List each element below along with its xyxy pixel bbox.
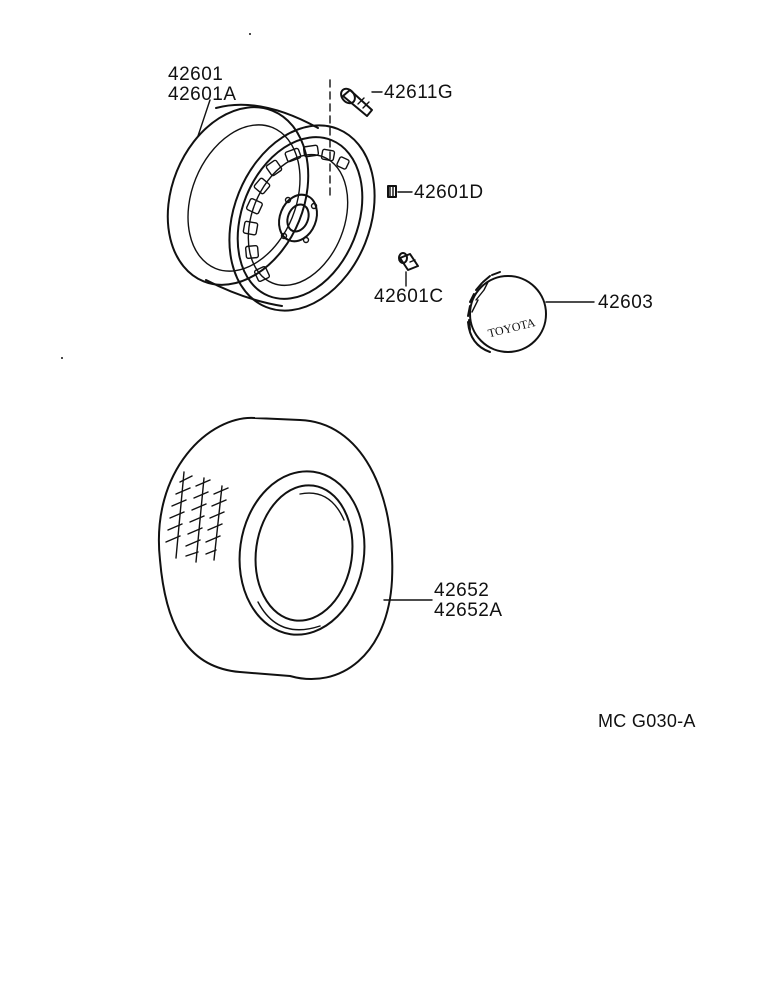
wheel-part-number: 42601: [168, 64, 223, 85]
wheel-drawing: [166, 103, 376, 312]
leader-lines: [197, 91, 595, 601]
tire-part-number-alt: 42652A: [434, 600, 503, 621]
nut-part-number: 42601C: [374, 286, 444, 307]
cap-brand-logo: TOYOTA: [486, 315, 536, 340]
cap-part-number: 42603: [598, 292, 653, 313]
valve-part-number: 42611G: [384, 82, 453, 103]
speck: [249, 33, 251, 35]
valve-stem-drawing: [340, 87, 373, 117]
tire-drawing: [157, 416, 394, 681]
wheel-part-number-alt: 42601A: [168, 84, 237, 105]
lug-nut-drawing: [398, 252, 419, 271]
speck: [61, 357, 63, 359]
balance-weight-drawing: [387, 185, 397, 198]
tire-part-number: 42652: [434, 580, 489, 601]
weight-part-number: 42601D: [414, 182, 484, 203]
diagram-code: MC G030-A: [598, 711, 696, 731]
center-cap-drawing: [467, 271, 547, 353]
